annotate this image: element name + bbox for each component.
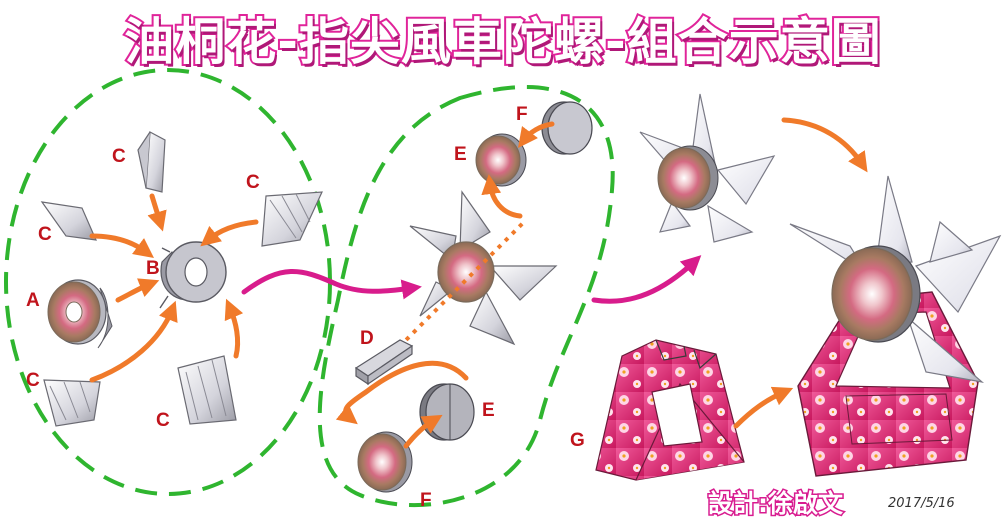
- label-c-top-right: C: [246, 172, 260, 193]
- finished-flower-small: [640, 94, 774, 242]
- label-f-bottom: F: [420, 490, 432, 511]
- label-c-top: C: [112, 146, 126, 167]
- part-c-piece-bottom: [178, 356, 236, 424]
- label-b: B: [146, 258, 160, 279]
- part-c-piece-bottom-left: [44, 380, 100, 426]
- part-g-stand: [596, 340, 744, 480]
- label-g: G: [570, 430, 585, 451]
- label-c-bottom-left: C: [26, 370, 40, 391]
- label-c-bottom: C: [156, 410, 170, 431]
- part-c-piece-top: [138, 132, 165, 192]
- orange-arrow-to-final: [784, 120, 862, 164]
- magenta-arrow-to-result: [594, 262, 694, 301]
- label-c-left: C: [38, 224, 52, 245]
- part-f-cap-top: [542, 102, 592, 154]
- part-b-hub: [160, 242, 226, 308]
- label-f-top: F: [516, 104, 528, 125]
- final-assembly: [790, 176, 1000, 476]
- rotor-petal-assembly: [410, 192, 556, 344]
- label-e-bottom: E: [482, 400, 495, 421]
- part-e-disc-top: [476, 134, 526, 186]
- part-f-cap-bottom: [358, 432, 412, 492]
- part-c-piece-top-right: [262, 192, 322, 246]
- label-a: A: [26, 290, 40, 311]
- orange-arrow-stand-to-final: [736, 392, 784, 426]
- designer-credit: 設計:徐啟文: [708, 484, 843, 520]
- label-e-top: E: [454, 144, 467, 165]
- label-d: D: [360, 328, 374, 349]
- design-date: 2017/5/16: [888, 496, 955, 511]
- part-a-flower-disc: [48, 280, 112, 348]
- part-e-disc-bottom: [420, 384, 474, 440]
